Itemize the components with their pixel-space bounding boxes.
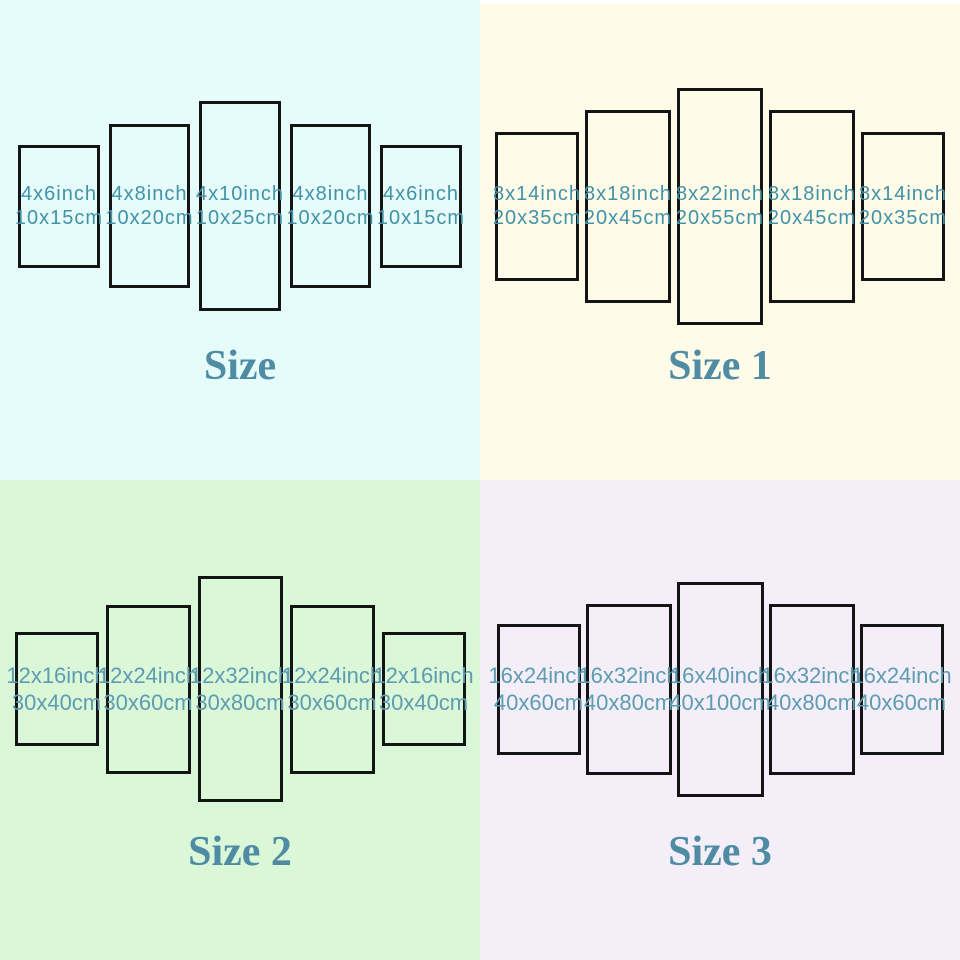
panel-size-cm: 10x20cm (105, 207, 194, 229)
panel-size-cm: 30x40cm (378, 690, 469, 715)
panel-size-inches: 8x18inch (583, 183, 673, 205)
quadrant-title: Size (203, 343, 277, 389)
panel-size-inches: 12x16inch (373, 663, 474, 688)
quadrant-title: Size 3 (668, 829, 772, 875)
panel-size-cm: 20x35cm (492, 207, 582, 229)
panel-size-inches: 8x14inch (492, 183, 582, 205)
panel-size-cm: 10x15cm (376, 207, 466, 229)
panel-size-inches: 4x6inch (21, 183, 97, 205)
panel-size-cm: 30x60cm (287, 690, 377, 715)
panel-size-cm: 40x100cm (669, 690, 771, 715)
panel-size-inches: 12x16inch (6, 663, 107, 688)
panel-size-cm: 40x80cm (583, 690, 674, 715)
panel-size-cm: 20x45cm (767, 207, 857, 229)
panel-size-inches: 4x6inch (383, 183, 459, 205)
panel-size-inches: 12x24inch (281, 663, 383, 688)
panel-size-inches: 16x24inch (488, 663, 589, 688)
panel-size-inches: 12x24inch (97, 663, 199, 688)
white-edge-strip (480, 0, 960, 4)
panel-size-inches: 4x8inch (292, 183, 369, 205)
panel-size-cm: 40x60cm (856, 690, 947, 715)
panel-size-cm: 20x35cm (858, 207, 948, 229)
panel-size-cm: 10x20cm (286, 207, 375, 229)
panel-size-inches: 8x18inch (767, 183, 857, 205)
panel-size-cm: 10x25cm (195, 207, 285, 229)
panel-size-inches: 16x24inch (851, 663, 952, 688)
panel-size-inches: 12x32inch (189, 663, 291, 688)
quadrant-title: Size 1 (668, 343, 772, 389)
panel-size-cm: 40x80cm (766, 690, 857, 715)
quadrant-title: Size 2 (188, 829, 292, 875)
panel-size-cm: 30x60cm (103, 690, 193, 715)
panel-size-cm: 10x15cm (14, 207, 104, 229)
panel-size-cm: 30x40cm (11, 690, 102, 715)
panel-size-cm: 20x55cm (675, 207, 765, 229)
panel-size-cm: 30x80cm (195, 690, 285, 715)
panel-size-inches: 4x10inch (195, 183, 285, 205)
panel-size-cm: 20x45cm (583, 207, 673, 229)
panel-size-inches: 16x40inch (669, 663, 771, 688)
panel-size-inches: 8x22inch (675, 183, 765, 205)
panel-size-cm: 40x60cm (493, 690, 584, 715)
panel-size-inches: 16x32inch (578, 663, 679, 688)
panel-size-inches: 4x8inch (111, 183, 188, 205)
panel-size-inches: 16x32inch (761, 663, 862, 688)
panel-size-inches: 8x14inch (858, 183, 948, 205)
